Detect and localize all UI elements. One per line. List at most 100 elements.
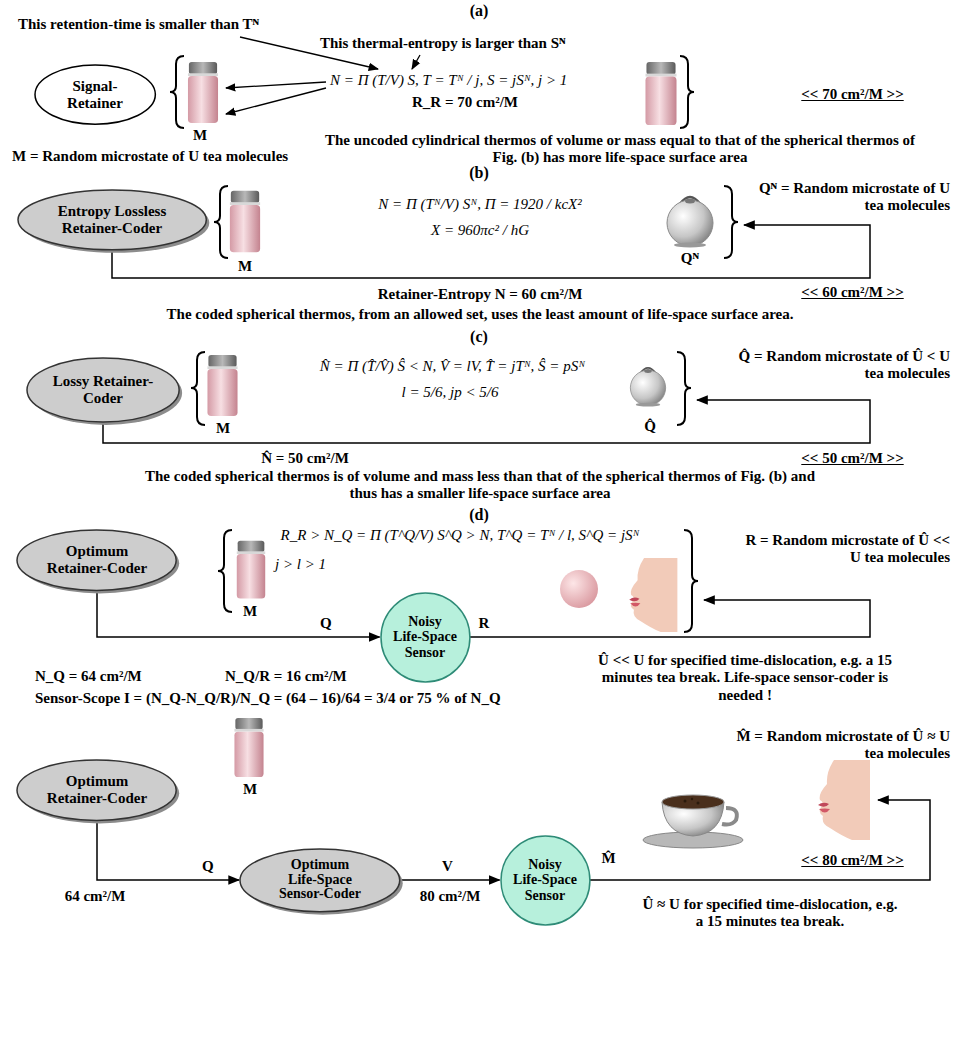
oval-outline	[501, 836, 590, 925]
node-text-group: Optimum Retainer-Coder	[42, 543, 152, 578]
formula: Sensor-Scope I = (N_Q-N_Q/R)/N_Q = (64 –…	[35, 690, 595, 707]
node-label: Signal-Retainer	[55, 78, 135, 113]
connector-arrow	[401, 879, 500, 881]
edge-label: V	[440, 858, 455, 875]
leader-arrow	[412, 55, 420, 69]
brace	[170, 56, 184, 128]
coder-oval: Optimum Life-Space Sensor-Coder	[239, 848, 401, 913]
value-label: 80 cm²/M	[415, 888, 485, 905]
value-label: Retainer-Entropy N = 60 cm²/M	[300, 286, 660, 303]
face	[629, 558, 677, 632]
edge-label: Q	[318, 615, 334, 632]
brace	[677, 352, 691, 425]
formula: X = 960πc² / hG	[380, 222, 580, 239]
brace	[218, 530, 232, 612]
formula: j > l > 1	[275, 556, 355, 573]
cylindrical-thermos	[237, 541, 265, 599]
edge-label: Q	[200, 858, 216, 875]
note: M = Random microstate of U tea molecules	[12, 148, 332, 165]
cylindrical-thermos	[645, 62, 676, 125]
pink-ball	[560, 570, 598, 608]
symbol-label: M	[213, 420, 233, 437]
value-label: R_R = 70 cm²/M	[400, 94, 530, 111]
cylindrical-thermos	[188, 62, 218, 123]
symbol-label: M	[190, 127, 210, 144]
note: The coded spherical thermos is of volume…	[130, 468, 830, 503]
note: Û << U for specified time-dislocation, e…	[595, 652, 895, 704]
symbol-label: M	[240, 781, 260, 798]
note: Q̂ = Random microstate of Û < U tea mole…	[735, 348, 950, 383]
formula: R_R > N_Q = Π (T^Q/V) S^Q > N, T^Q = Tᴺ …	[250, 527, 670, 544]
oval-outline	[17, 530, 176, 590]
oval-outline	[381, 593, 470, 682]
brace	[214, 186, 228, 258]
feedback-line	[555, 800, 930, 880]
spherical-thermos	[667, 197, 713, 248]
feedback-line	[440, 600, 870, 637]
note: The coded spherical thermos, from an all…	[80, 306, 880, 323]
value-label: 64 cm²/M	[45, 888, 145, 905]
node-text-group: Signal-Retainer	[55, 78, 135, 113]
rate-label: << 50 cm²/M >>	[785, 450, 920, 467]
cylindrical-thermos	[234, 718, 263, 777]
annotation: This retention-time is smaller than Tᴺ	[18, 16, 338, 33]
feedback-line	[103, 400, 870, 443]
brace	[724, 186, 738, 258]
retainer-oval: Signal-Retainer	[34, 64, 156, 125]
spherical-thermos	[630, 368, 665, 407]
coder-oval: Entropy Lossless Retainer-Coder	[17, 189, 207, 251]
formula: l = 5/6, jp < 5/6	[360, 384, 540, 401]
panel-label: (a)	[459, 2, 499, 20]
node-text-group: Optimum Life-Space Sensor-Coder	[276, 858, 364, 902]
symbol-label: M	[240, 603, 260, 620]
formula: N = Π (T/V) S, T = Tᴺ / j, S = jSᴺ, j > …	[330, 72, 650, 89]
node-label: Noisy Life-Space Sensor	[392, 614, 457, 660]
panel-label: (d)	[459, 506, 499, 524]
value-label: N̂ = 50 cm²/M	[230, 450, 380, 467]
brace	[684, 530, 698, 632]
value-label: N_Q/R = 16 cm²/M	[225, 668, 385, 685]
node-text-group: Noisy Life-Space Sensor	[512, 857, 577, 903]
symbol-label: Qᴺ	[675, 250, 705, 267]
node-label: Noisy Life-Space Sensor	[512, 857, 577, 903]
oval-outline	[240, 849, 400, 912]
note: M̂ = Random microstate of Û ≈ U tea mole…	[735, 728, 950, 763]
oval-outline	[35, 65, 155, 124]
node-label: Optimum Retainer-Coder	[42, 773, 152, 808]
value-label: N_Q = 64 cm²/M	[35, 668, 205, 685]
oval-outline	[17, 760, 176, 820]
node-text-group: Noisy Life-Space Sensor	[392, 614, 457, 660]
cylindrical-thermos	[207, 355, 237, 416]
panel-label: (b)	[459, 164, 499, 182]
node-text-group: Entropy Lossless Retainer-Coder	[47, 203, 177, 238]
coder-oval: Optimum Retainer-Coder	[16, 529, 177, 591]
note: Û ≈ U for specified time-dislocation, e.…	[640, 896, 900, 931]
note: The uncoded cylindrical thermos of volum…	[320, 132, 920, 167]
sensor-circle: Noisy Life-Space Sensor	[380, 592, 471, 683]
oval-outline	[18, 190, 206, 250]
rate-label: << 60 cm²/M >>	[785, 284, 920, 301]
coder-oval: Lossy Retainer-Coder	[26, 357, 180, 423]
node-text-group: Lossy Retainer-Coder	[48, 373, 158, 408]
node-label: Optimum Life-Space Sensor-Coder	[276, 858, 364, 902]
node-label: Entropy Lossless Retainer-Coder	[47, 203, 177, 238]
leader-arrow	[226, 82, 326, 88]
coder-oval: Optimum Retainer-Coder	[16, 759, 177, 821]
formula: N̂ = Π (T̂/V̂) Ŝ < N, V̂ = lV, T̂ = jTᴺ…	[275, 358, 630, 375]
tea-cup	[643, 795, 743, 848]
rate-label: << 80 cm²/M >>	[785, 852, 920, 869]
note: R = Random microstate of Û << U tea mole…	[735, 532, 950, 567]
oval-outline	[27, 358, 179, 422]
connector-arrow	[97, 591, 380, 637]
formula: N = Π (Tᴺ/V) Sᴺ, Π = 1920 / kcX²	[300, 196, 660, 213]
node-label: Lossy Retainer-Coder	[48, 373, 158, 408]
brace	[680, 56, 694, 128]
brace	[191, 352, 205, 425]
rate-label: << 70 cm²/M >>	[785, 86, 920, 103]
connector-arrow	[97, 821, 239, 880]
symbol-label: Q̂	[635, 418, 665, 435]
face	[818, 760, 870, 840]
node-label: Optimum Retainer-Coder	[42, 543, 152, 578]
symbol-label: M	[235, 258, 255, 275]
